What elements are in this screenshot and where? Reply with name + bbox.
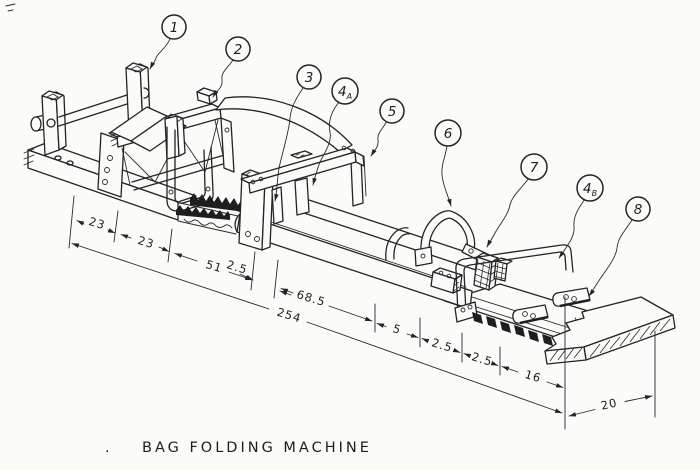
callout-balloon-2: 2 [225, 36, 251, 62]
extension-lines [68, 195, 656, 430]
svg-text:6: 6 [444, 126, 453, 142]
dimensions: 23 23 51 2.5 68.5 254 5 2.5 2.5 16 20 [68, 195, 656, 430]
leader-4a [312, 101, 340, 186]
svg-text:5: 5 [388, 104, 397, 120]
svg-text:4B: 4B [583, 181, 597, 198]
callout-balloon-7: 7 [520, 153, 548, 181]
leader-8 [588, 219, 633, 297]
title-text: BAG FOLDING MACHINE [142, 440, 372, 456]
drawing-title: . BAG FOLDING MACHINE [105, 440, 372, 456]
dim-254: 254 [275, 305, 303, 326]
callout-balloon-3: 3 [296, 64, 322, 90]
svg-text:3: 3 [305, 70, 314, 86]
svg-text:1: 1 [170, 20, 179, 36]
dim-23-a: 23 [87, 214, 107, 232]
tab-plates-part8 [512, 287, 591, 325]
callout-balloon-4b: 4B [576, 174, 604, 202]
left-post [30, 90, 67, 156]
callout-balloon-5: 5 [379, 98, 405, 124]
leader-4b [558, 198, 586, 259]
callout-balloons: 1 2 3 4A 5 6 7 4B [161, 14, 651, 222]
title-period: . [105, 440, 113, 456]
chute-sheet [215, 96, 353, 153]
machine-linework [23, 62, 676, 365]
leader-1 [149, 38, 171, 70]
dim-2-5-b: 2.5 [430, 335, 454, 355]
dim-23-b: 23 [136, 233, 156, 251]
callout-balloon-6: 6 [434, 119, 462, 147]
svg-text:2: 2 [234, 42, 243, 58]
dim-5: 5 [391, 321, 403, 337]
bridge-part5 [240, 145, 367, 225]
stray-marks [5, 3, 16, 12]
leader-2 [212, 59, 234, 98]
leader-5 [370, 120, 388, 157]
broken-table-strip [544, 296, 676, 365]
svg-text:7: 7 [530, 160, 539, 176]
dim-16: 16 [523, 367, 543, 385]
svg-text:4A: 4A [338, 84, 352, 101]
dim-2-5-a: 2.5 [225, 257, 249, 277]
leader-7 [486, 177, 530, 248]
dim-2-5-c: 2.5 [470, 349, 494, 369]
dimension-lines [71, 220, 653, 417]
callout-balloon-4a: 4A [331, 77, 359, 105]
dim-51: 51 [204, 257, 224, 275]
callout-balloon-1: 1 [161, 14, 187, 40]
dimension-labels: 23 23 51 2.5 68.5 254 5 2.5 2.5 16 20 [87, 214, 619, 413]
dim-20: 20 [599, 395, 618, 412]
leader-3 [274, 87, 304, 202]
callout-leaders [149, 38, 633, 297]
dim-68-5: 68.5 [295, 287, 327, 309]
serrated-jaws [176, 193, 253, 229]
callout-balloon-8: 8 [625, 196, 651, 222]
leader-6 [441, 145, 452, 207]
clamp-blocks-part7 [430, 252, 513, 294]
cross-rod [58, 94, 128, 127]
svg-text:8: 8 [634, 202, 643, 218]
